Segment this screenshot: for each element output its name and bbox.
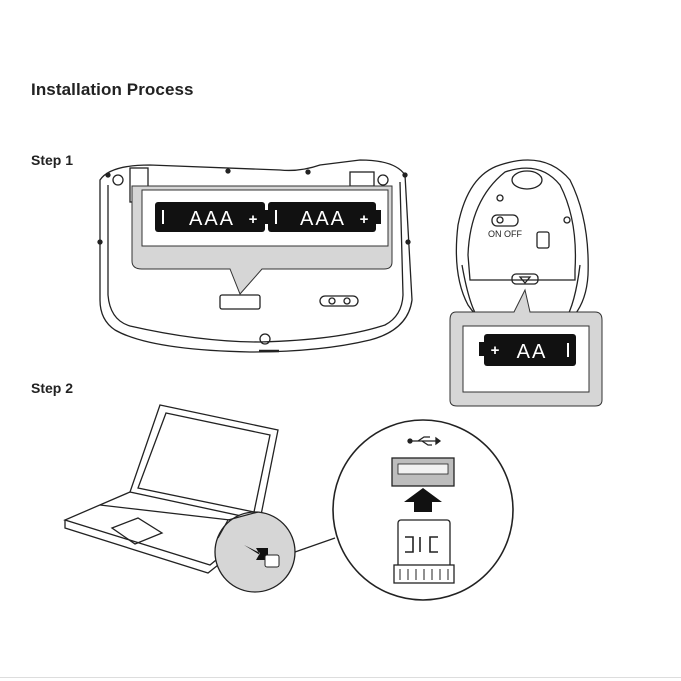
port-zoom-circle: [215, 512, 335, 592]
plus-sign: +: [360, 211, 369, 228]
aaa-label-right: AAA: [300, 208, 346, 230]
aaa-battery-left: AAA +: [155, 202, 270, 232]
switch-off-label: OFF: [504, 229, 522, 239]
receiver-small-icon: [265, 555, 279, 567]
plus-sign: +: [491, 342, 500, 359]
plus-sign: +: [249, 211, 258, 228]
footer-divider: [0, 677, 681, 678]
aa-label: AA: [517, 341, 548, 363]
aaa-label-left: AAA: [189, 208, 235, 230]
usb-receiver: [398, 520, 450, 568]
aa-battery: + AA: [479, 334, 576, 366]
switch-on-label: ON: [488, 229, 502, 239]
usb-zoom-circle: [333, 420, 513, 600]
aaa-battery-right: AAA +: [268, 202, 381, 232]
